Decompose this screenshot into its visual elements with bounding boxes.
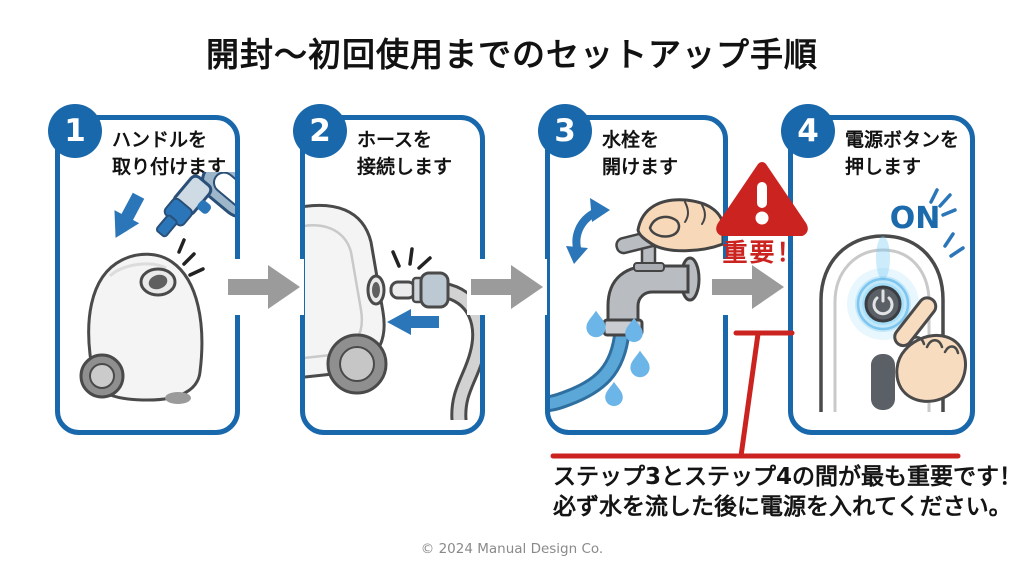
page-title: 開封〜初回使用までのセットアップ手順 <box>206 35 818 74</box>
flow-arrow-2 <box>467 259 547 315</box>
push-arrow-icon <box>387 309 439 335</box>
open-tap-illustration <box>550 198 723 413</box>
note-line-1: ステップ3とステップ4の間が最も重要です！ <box>553 464 1023 490</box>
step-3-number-badge: 3 <box>538 104 592 158</box>
on-emphasis-icon <box>929 188 965 258</box>
attach-handle-illustration <box>79 172 235 404</box>
flow-arrow-1 <box>224 259 304 315</box>
copyright-text: © 2024 Manual Design Co. <box>420 541 604 557</box>
water-drops-icon <box>586 310 650 407</box>
step-1-number-badge: 1 <box>48 104 102 158</box>
press-power-illustration: ON <box>819 188 967 412</box>
power-button <box>864 285 902 323</box>
right-arrow-icon <box>228 265 300 309</box>
right-arrow-icon <box>712 265 784 309</box>
step-3-box: 3 水栓を 開けます <box>538 104 728 435</box>
step-4-box: 4 電源ボタンを 押します <box>781 104 975 435</box>
step-1-label: ハンドルを 取り付けます <box>112 129 227 178</box>
warning-triangle-icon <box>716 162 808 236</box>
connect-hose-illustration <box>305 203 480 420</box>
step-2-box: 2 ホースを 接続します <box>293 104 485 435</box>
pressing-hand-icon <box>893 296 967 403</box>
handle-icon <box>155 172 235 238</box>
hose-connector <box>389 271 450 309</box>
dark-slot <box>871 354 895 410</box>
step-3-label: 水栓を 開けます <box>602 129 679 178</box>
hand-icon <box>636 198 723 253</box>
click-emphasis-icon <box>391 247 432 270</box>
important-note: ステップ3とステップ4の間が最も重要です！ 必ず水を流した後に電源を入れてくださ… <box>553 462 1022 523</box>
note-line-2: 必ず水を流した後に電源を入れてください。 <box>553 494 1012 521</box>
insert-arrow-icon <box>114 192 145 238</box>
click-emphasis-icon <box>177 238 205 277</box>
flow-arrow-3 <box>708 259 788 315</box>
step-1-box: 1 ハンドルを 取り付けます <box>48 104 240 435</box>
right-arrow-icon <box>471 265 543 309</box>
step-4-label: 電源ボタンを 押します <box>845 129 960 178</box>
step-2-label: ホースを 接続します <box>357 129 453 178</box>
important-badge: 重要！ <box>722 238 804 267</box>
step-4-number-badge: 4 <box>781 104 835 158</box>
on-label: ON <box>890 201 941 236</box>
rotate-arrow-icon <box>566 198 610 264</box>
step-2-number-badge: 2 <box>293 104 347 158</box>
